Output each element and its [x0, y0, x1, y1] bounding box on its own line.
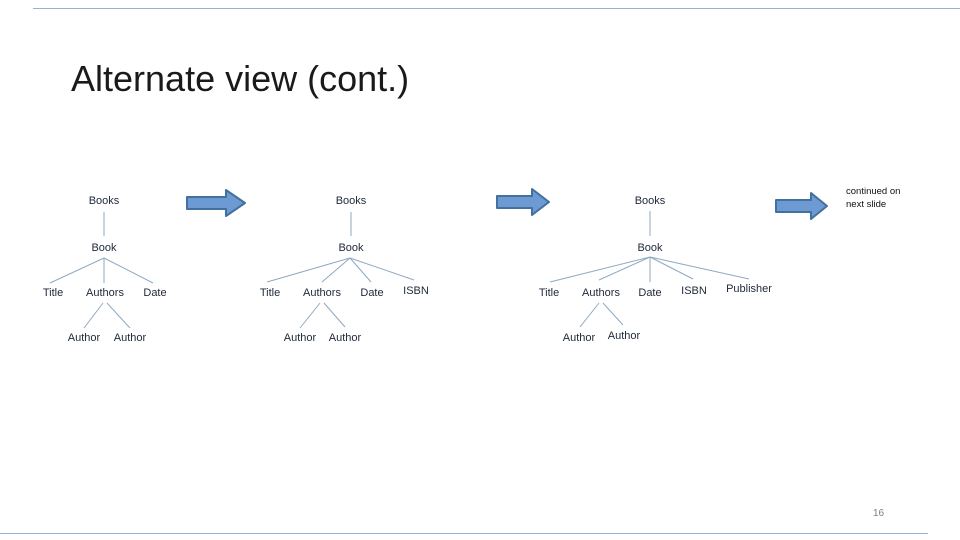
- slide-title: Alternate view (cont.): [71, 58, 410, 99]
- tree1-node-book: Book: [91, 242, 117, 254]
- tree1-node-authors: Authors: [86, 287, 124, 299]
- top-border-line: [33, 8, 960, 9]
- right-arrow-icon-3: [775, 192, 828, 220]
- tree1-node-author-1: Author: [67, 332, 101, 344]
- tree3-connectors: [549, 211, 750, 328]
- tree3-node-author-1: Author: [562, 332, 596, 344]
- tree2-node-book: Book: [338, 242, 364, 254]
- tree2-node-authors: Authors: [303, 287, 341, 299]
- tree3-node-authors: Authors: [582, 287, 620, 299]
- tree3-node-title: Title: [538, 287, 560, 299]
- tree1-node-author-2: Author: [113, 332, 147, 344]
- tree2-node-date: Date: [360, 287, 384, 299]
- right-arrow-icon-1: [186, 189, 246, 217]
- tree2-node-isbn: ISBN: [403, 285, 429, 297]
- tree3-node-author-2: Author: [607, 330, 641, 342]
- tree1-node-date: Date: [143, 287, 167, 299]
- tree3-node-isbn: ISBN: [681, 285, 707, 297]
- tree1-connectors: [49, 212, 154, 329]
- tree3-node-book: Book: [637, 242, 663, 254]
- tree2-node-author-2: Author: [328, 332, 362, 344]
- tree2-connectors: [266, 212, 415, 329]
- continued-note: continued on next slide: [846, 186, 901, 210]
- tree1-node-title: Title: [42, 287, 64, 299]
- tree3-node-date: Date: [638, 287, 662, 299]
- tree3-node-books: Books: [634, 195, 666, 207]
- page-number: 16: [873, 508, 885, 519]
- bottom-border-line: [0, 533, 928, 534]
- tree2-node-books: Books: [335, 195, 367, 207]
- tree3-node-publisher: Publisher: [726, 283, 772, 295]
- tree2-node-title: Title: [259, 287, 281, 299]
- right-arrow-icon-2: [496, 188, 550, 216]
- tree1-node-books: Books: [88, 195, 120, 207]
- tree2-node-author-1: Author: [283, 332, 317, 344]
